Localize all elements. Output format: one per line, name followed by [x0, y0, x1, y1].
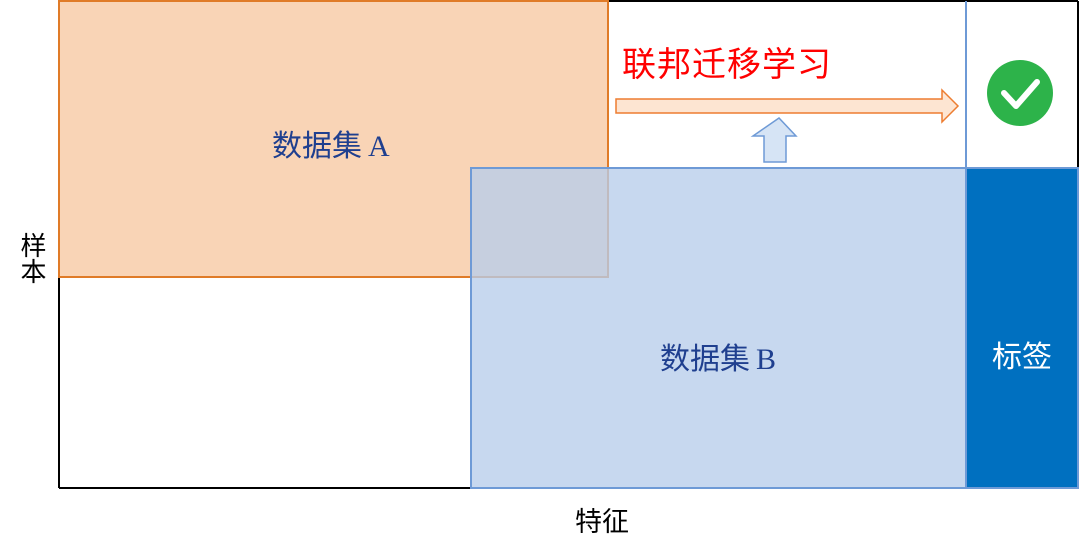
label-block	[965, 167, 1079, 489]
diagram-title: 联邦迁移学习	[622, 45, 832, 85]
axis-y-label: 样本	[16, 232, 46, 284]
dataset-b-name: 数据集	[660, 342, 750, 377]
transfer-arrow-icon	[615, 88, 960, 124]
dataset-a-letter: A	[368, 130, 390, 163]
up-arrow-icon	[750, 117, 798, 163]
check-circle-icon	[987, 60, 1053, 126]
label-block-text: 标签	[992, 340, 1052, 375]
dataset-b-letter: B	[756, 343, 777, 376]
axis-x-label: 特征	[575, 507, 629, 538]
overlap-dashed-outline	[470, 167, 608, 277]
dataset-b-block	[470, 167, 967, 489]
dataset-a-name: 数据集	[272, 129, 362, 164]
